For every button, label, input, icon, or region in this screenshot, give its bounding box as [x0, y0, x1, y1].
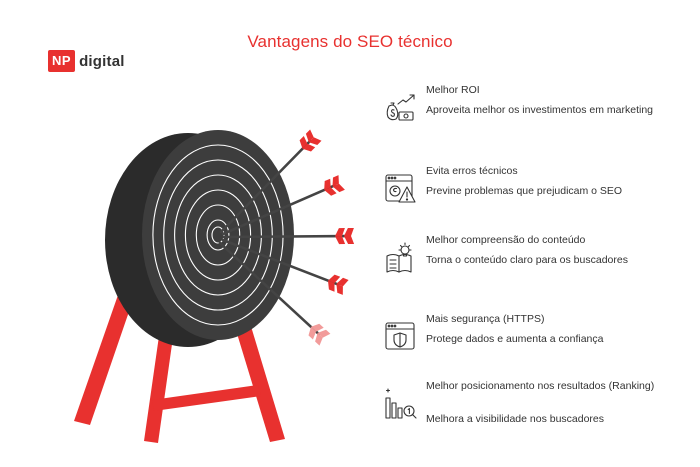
page-title: Vantagens do SEO técnico [247, 32, 453, 51]
np-digital-logo: NP digital [48, 50, 125, 72]
arrow-fletching [344, 228, 354, 236]
target-rings [142, 130, 294, 340]
easel-leg-middle [144, 315, 176, 443]
item-title: Evita erros técnicos [426, 165, 518, 177]
arrow-fletching [324, 187, 337, 196]
easel-leg-left [74, 295, 133, 425]
easel-leg-right [235, 323, 285, 442]
target-ring [163, 159, 273, 311]
arrow-fletching [328, 274, 341, 284]
item-title: Mais segurança (HTTPS) [426, 313, 545, 325]
arrow-fletching [299, 136, 308, 149]
arrow-fletching [308, 326, 317, 340]
arrow-fletching [332, 175, 339, 187]
item-title: Melhor posicionamento nos resultados (Ra… [426, 380, 655, 392]
item-desc: Previne problemas que prejudicam o SEO [426, 185, 623, 197]
arrow-fletching [335, 236, 346, 245]
money-growth-icon [386, 94, 415, 121]
item-title: Melhor ROI [426, 84, 480, 96]
item-desc: Torna o conteúdo claro para os buscadore… [426, 254, 628, 266]
arrow-shaft [219, 139, 312, 234]
logo-text: digital [79, 52, 125, 70]
arrow-4 [221, 238, 349, 295]
arrow-fletching [317, 329, 331, 338]
arrow-5 [218, 241, 331, 346]
arrow-fletching [332, 183, 345, 193]
easel-crossbar [152, 385, 261, 411]
target-ring [174, 174, 262, 296]
arrow-fletching [315, 332, 323, 346]
browser-shield-icon [385, 322, 415, 350]
arrows-group [218, 129, 355, 346]
item-desc: Melhora a visibilidade nos buscadores [426, 413, 605, 425]
target-ring [184, 189, 252, 281]
item-desc: Aproveita melhor os investimentos em mar… [426, 104, 654, 116]
item-title: Melhor compreensão do conteúdo [426, 234, 586, 246]
target-ring [152, 144, 284, 326]
arrow-2 [221, 175, 345, 236]
arrow-fletching [336, 277, 349, 287]
arrow-fletching [308, 137, 322, 145]
browser-warning-icon [385, 174, 416, 203]
book-lightbulb-icon [386, 242, 412, 273]
target-board [105, 130, 294, 347]
target-bullseye [211, 226, 225, 244]
target-ring [206, 219, 230, 251]
arrow-fletching [324, 178, 331, 190]
arrow-fletching [328, 280, 335, 292]
arrow-fletching [311, 323, 324, 332]
ranking-chart-icon [385, 388, 417, 419]
arrow-fletching [305, 129, 314, 143]
target-face [142, 130, 294, 340]
arrow-fletching [344, 236, 355, 244]
arrow-shaft [221, 238, 340, 286]
arrow-shaft [218, 241, 321, 336]
arrow-fletching [302, 143, 316, 152]
item-desc: Protege dados e aumenta a confiança [426, 333, 604, 345]
arrow-shaft [221, 184, 336, 236]
arrow-3 [222, 228, 355, 245]
arrow-shaft [222, 234, 348, 239]
easel-stand [74, 295, 285, 443]
logo-box: NP [48, 50, 76, 72]
arrow-1 [219, 129, 322, 234]
arrow-fletching [336, 283, 343, 295]
arrow-fletching [335, 228, 345, 237]
target-ring [195, 204, 241, 266]
